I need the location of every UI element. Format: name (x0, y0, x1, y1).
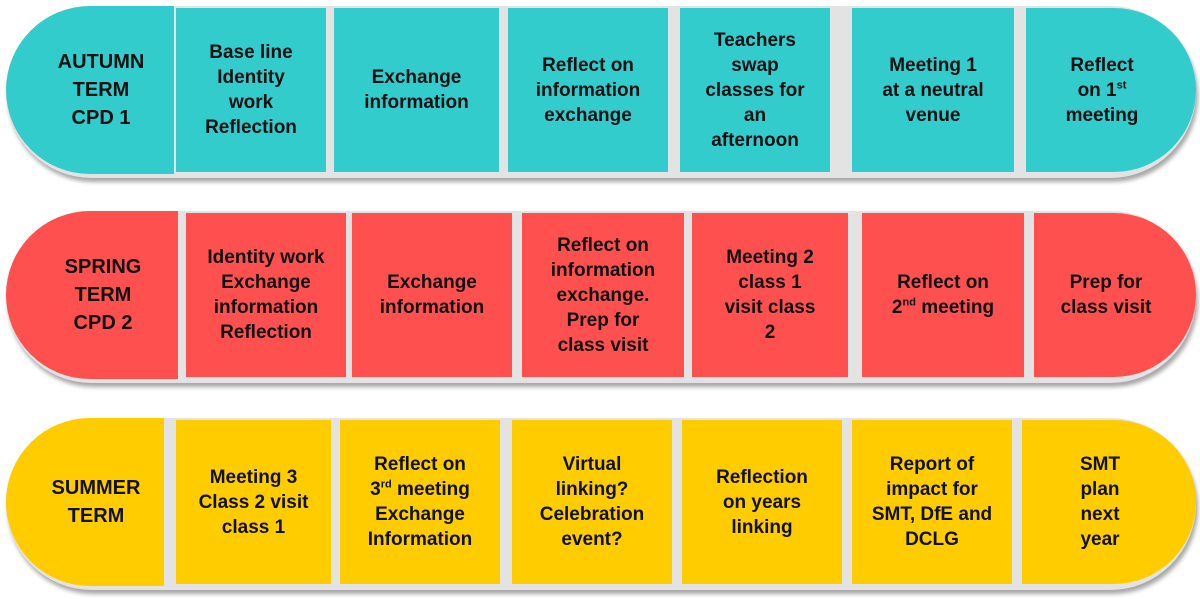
term-row-2: SPRING TERM CPD 2 Identity work Exchange … (6, 211, 1196, 383)
step-text-main: Reflect on 1 (1070, 54, 1134, 101)
ordinal-suffix: st (1116, 79, 1127, 92)
step-box-2: Reflect on 3rd meeting Exchange Informat… (340, 420, 500, 584)
step-text-main: Reflect on 2 (891, 272, 989, 318)
step-text: Reflect on 1st meeting (1066, 53, 1139, 128)
step-text: Prep for class visit (1061, 270, 1152, 320)
step-box-4: Meeting 2 class 1 visit class 2 (692, 213, 848, 377)
ordinal-suffix: nd (902, 296, 916, 309)
step-text-main: SMT plan next year (1079, 454, 1121, 550)
step-box-6: Prep for class visit (1034, 213, 1196, 377)
step-text-main: Report of impact for SMT, DfE and DCLG (871, 454, 993, 550)
step-text: Teachers swap classes for an afternoon (705, 28, 804, 153)
term-title-text: SUMMER TERM (51, 477, 141, 527)
term-title-text: SPRING TERM CPD 2 (64, 256, 142, 334)
step-box-3: Reflect on information exchange. Prep fo… (522, 213, 684, 377)
step-text-main: Meeting 2 class 1 visit class 2 (724, 247, 816, 343)
term-row-3: SUMMER TERM Meeting 3 Class 2 visit class… (6, 418, 1196, 590)
step-text: Reflection on years linking (716, 465, 808, 540)
step-text: Reflect on information exchange (536, 53, 641, 128)
step-box-6: Reflect on 1st meeting (1026, 8, 1196, 172)
step-text: Reflect on 2nd meeting (892, 270, 994, 320)
step-text-main: Base line Identity work Reflection (205, 42, 297, 138)
step-box-5: Meeting 1 at a neutral venue (852, 8, 1014, 172)
step-box-4: Reflection on years linking (682, 420, 842, 584)
step-box-1: Meeting 3 Class 2 visit class 1 (176, 420, 331, 584)
step-text-main: Meeting 1 at a neutral venue (882, 54, 984, 126)
term-title: SUMMER TERM (6, 418, 164, 586)
step-text-rest: meeting (915, 297, 995, 318)
step-text: Exchange information (380, 270, 485, 320)
step-text-main: Meeting 3 Class 2 visit class 1 (198, 466, 309, 538)
step-text-main: Teachers swap classes for an afternoon (705, 29, 805, 151)
step-text: Identity work Exchange information Refle… (207, 245, 324, 345)
step-text: Meeting 1 at a neutral venue (882, 53, 983, 128)
step-text-main: Exchange information (379, 272, 485, 318)
step-text-main: Reflect on 3 (370, 454, 466, 500)
step-text: Meeting 3 Class 2 visit class 1 (199, 465, 309, 540)
step-text: Exchange information (364, 65, 469, 115)
step-text-main: Exchange information (364, 67, 469, 113)
step-text-rest: meeting (1065, 104, 1139, 126)
step-text: Reflect on 3rd meeting Exchange Informat… (368, 452, 473, 552)
term-title-text: AUTUMN TERM CPD 1 (57, 51, 145, 129)
step-text-main: Reflect on information exchange. Prep fo… (550, 234, 656, 356)
step-text-main: Reflection on years linking (716, 466, 808, 538)
step-text: Report of impact for SMT, DfE and DCLG (872, 452, 992, 552)
term-row-1: AUTUMN TERM CPD 1 Base line Identity work… (6, 6, 1196, 178)
step-text: Reflect on information exchange. Prep fo… (551, 233, 656, 358)
step-box-3: Virtual linking? Celebration event? (512, 420, 672, 584)
step-text-main: Reflect on information exchange (535, 54, 641, 126)
step-box-2: Exchange information (334, 8, 499, 172)
step-box-3: Reflect on information exchange (508, 8, 668, 172)
step-text-rest: meeting Exchange Information (367, 479, 473, 550)
step-text-main: Prep for class visit (1060, 272, 1152, 318)
term-title: SPRING TERM CPD 2 (6, 211, 178, 379)
step-box-4: Teachers swap classes for an afternoon (680, 8, 830, 172)
step-text-main: Virtual linking? Celebration event? (539, 454, 645, 550)
step-text: Meeting 2 class 1 visit class 2 (725, 245, 816, 345)
ordinal-suffix: rd (380, 478, 392, 491)
step-box-5: Report of impact for SMT, DfE and DCLG (852, 420, 1012, 584)
step-box-5: Reflect on 2nd meeting (862, 213, 1024, 377)
step-text: Virtual linking? Celebration event? (540, 452, 645, 552)
step-box-1: Identity work Exchange information Refle… (186, 213, 346, 377)
step-text: SMT plan next year (1080, 452, 1120, 552)
step-box-6: SMT plan next year (1022, 420, 1196, 584)
step-box-1: Base line Identity work Reflection (176, 8, 326, 172)
step-text-main: Identity work Exchange information Refle… (207, 247, 325, 343)
term-title: AUTUMN TERM CPD 1 (6, 6, 174, 174)
step-box-2: Exchange information (352, 213, 512, 377)
step-text: Base line Identity work Reflection (205, 40, 297, 140)
